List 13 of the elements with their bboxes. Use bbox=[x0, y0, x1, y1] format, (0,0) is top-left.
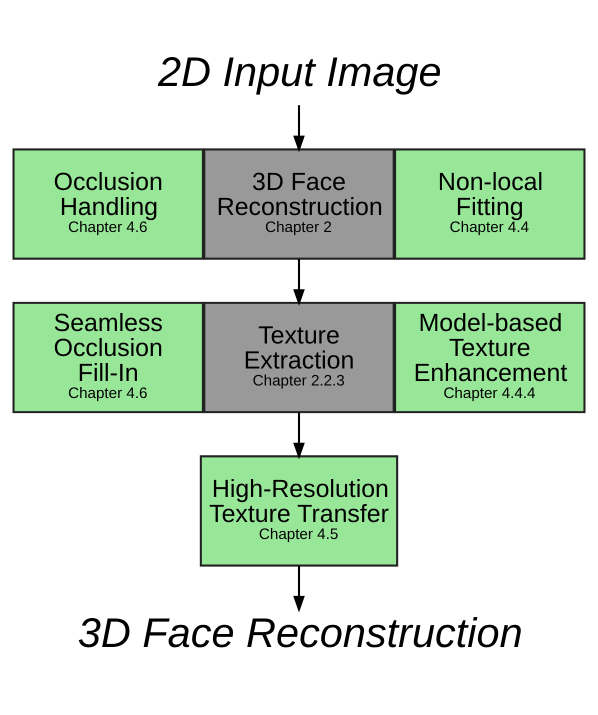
node-box: Non-local Fitting Chapter 4.4 bbox=[394, 148, 586, 260]
node-box: Model-based Texture Enhancement Chapter 4.4.4 bbox=[394, 302, 586, 414]
node-text: 3D Face Reconstruction bbox=[78, 609, 523, 656]
node-box: Seamless Occlusion Fill-In Chapter 4.6 bbox=[12, 302, 204, 414]
node-box: Texture Extraction Chapter 2.2.3 bbox=[203, 302, 395, 414]
node-box: High-Resolution Texture Transfer Chapter 4.5 bbox=[200, 455, 398, 567]
node-box: 3D Face Reconstruction Chapter 2 bbox=[203, 148, 395, 260]
arrow bbox=[293, 566, 305, 612]
arrow bbox=[293, 412, 305, 460]
node-text: 2D Input Image bbox=[158, 48, 442, 95]
node-box: Occlusion Handling Chapter 4.6 bbox=[12, 148, 204, 260]
arrow bbox=[293, 259, 305, 306]
arrow bbox=[293, 105, 305, 152]
